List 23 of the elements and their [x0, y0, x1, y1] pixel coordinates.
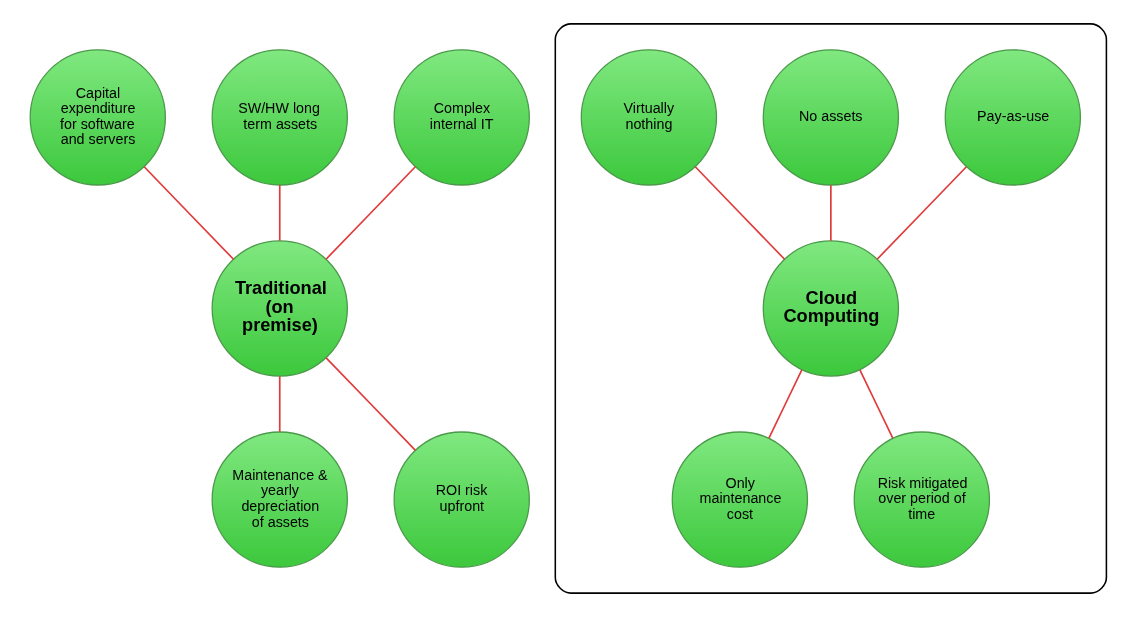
- connector: [694, 165, 786, 261]
- connector: [876, 165, 968, 261]
- connector: [278, 184, 281, 242]
- connector: [830, 184, 832, 242]
- node-circle: Traditional (on premise): [211, 240, 348, 377]
- connector: [325, 165, 417, 261]
- node-circle: Only maintenance cost: [671, 431, 809, 568]
- node-circle: Risk mitigated over period of time: [853, 431, 991, 568]
- connector: [859, 369, 894, 439]
- node-circle: Complex internal IT: [393, 49, 530, 186]
- cluster: [554, 23, 1108, 594]
- node-circle: Virtually nothing: [580, 49, 718, 186]
- node-circle: No assets: [762, 49, 900, 186]
- node-circle: Cloud Computing: [762, 240, 900, 377]
- node-circle: SW/HW long term assets: [211, 49, 348, 186]
- node-circle: Maintenance & yearly depreciation of assets: [211, 431, 348, 568]
- connector: [278, 375, 281, 433]
- connector: [325, 357, 417, 452]
- node-circle: Capital expenditure for software and servers: [29, 49, 166, 186]
- node-circle: ROI risk upfront: [393, 431, 530, 568]
- connector: [768, 369, 803, 439]
- connector: [143, 165, 235, 261]
- node-circle: Pay-as-use: [944, 49, 1082, 186]
